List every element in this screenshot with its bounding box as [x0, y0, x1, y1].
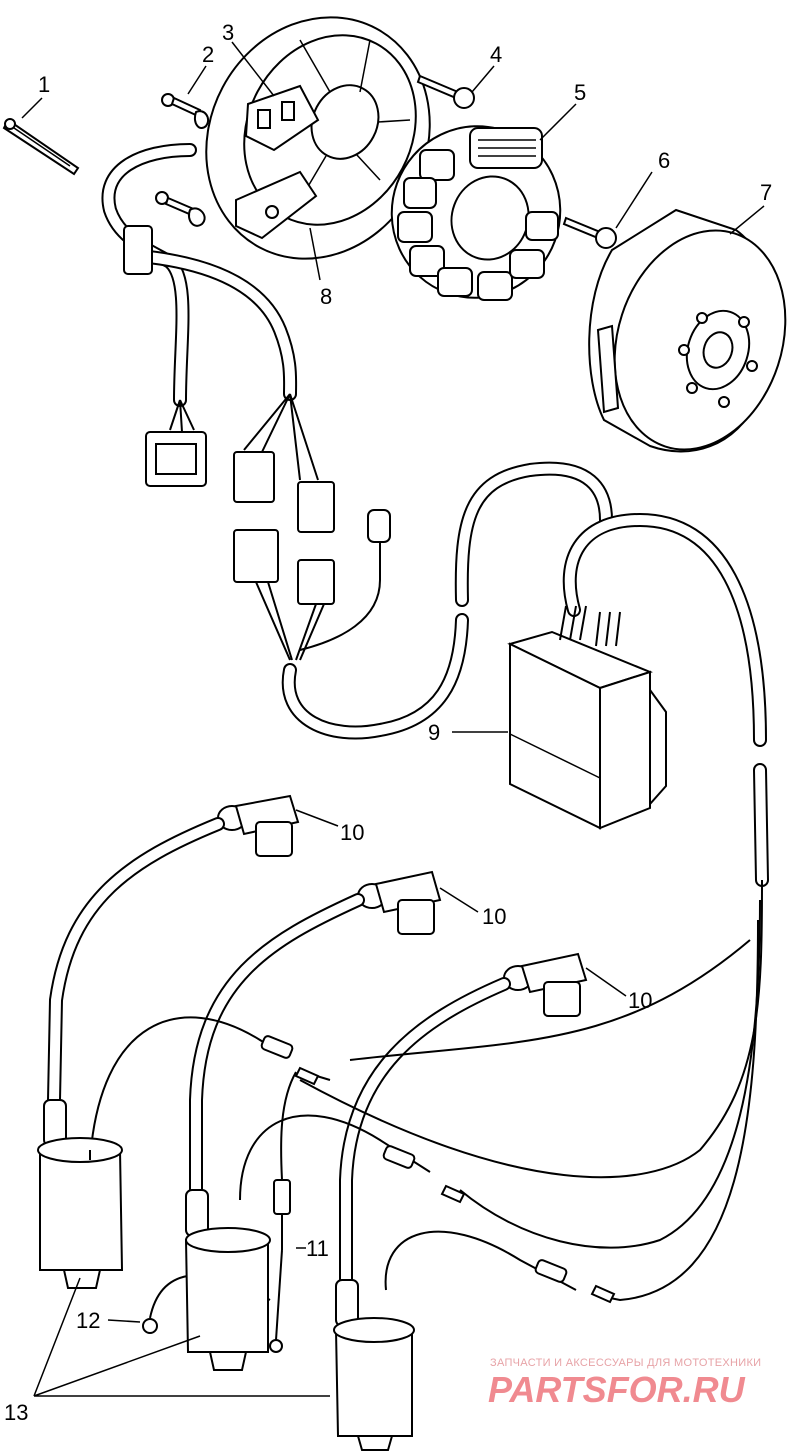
callout-5: 5 — [574, 80, 586, 105]
callout-1: 1 — [38, 72, 50, 97]
watermark-tagline: ЗАПЧАСТИ И АКСЕССУАРЫ ДЛЯ МОТОТЕХНИКИ — [490, 1357, 761, 1369]
cdi-box — [507, 605, 667, 830]
watermark-logo: PARTSFOR.RU — [488, 1369, 746, 1410]
callout-12: 12 — [76, 1308, 100, 1333]
flywheel — [588, 208, 787, 453]
spark-plug-cap-2 — [357, 870, 442, 935]
stator-plate — [205, 16, 431, 260]
spark-plug-cap-1 — [217, 794, 300, 857]
ignition-coil-3 — [333, 1279, 415, 1451]
callout-10-second: 10 — [482, 904, 506, 929]
cdi-cable — [454, 461, 769, 887]
ignition-coil-2 — [184, 1189, 271, 1371]
callout-10-third: 10 — [628, 988, 652, 1013]
screw-6 — [562, 216, 617, 249]
ground-wire-11 — [269, 1214, 283, 1353]
callout-2: 2 — [202, 42, 214, 67]
screw-clip-lower — [155, 191, 206, 227]
callout-11: 11 — [306, 1236, 329, 1261]
ignition-leads — [47, 817, 763, 1304]
callout-4: 4 — [490, 42, 502, 67]
callout-7: 7 — [760, 180, 772, 205]
screw-4 — [416, 74, 475, 109]
stator-coil — [390, 125, 562, 301]
screw-clip-upper — [161, 93, 210, 130]
callout-6: 6 — [658, 148, 670, 173]
callout-3: 3 — [222, 20, 234, 45]
callout-9: 9 — [428, 720, 440, 745]
leader-13 — [33, 1277, 330, 1397]
stator-harness — [101, 143, 469, 740]
spark-plug-cap-3 — [503, 952, 588, 1017]
callout-8: 8 — [320, 284, 332, 309]
callout-13: 13 — [4, 1400, 28, 1425]
callout-10-first: 10 — [340, 820, 364, 845]
ignition-coil-1 — [37, 1099, 124, 1289]
cable-tie — [2, 118, 80, 176]
